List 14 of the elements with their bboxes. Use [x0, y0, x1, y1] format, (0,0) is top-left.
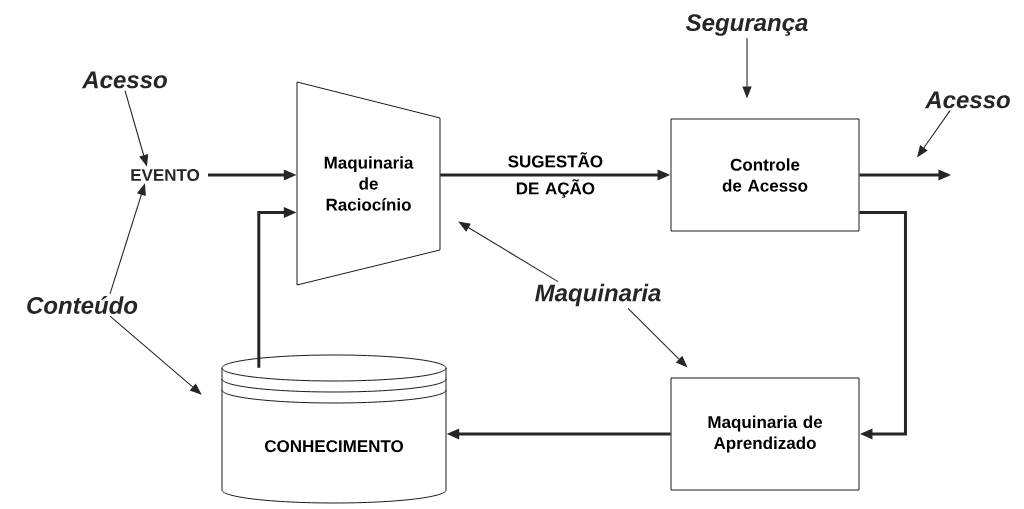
- arrow: [109, 315, 202, 395]
- callout-text: Maquinaria: [535, 283, 661, 307]
- callout-text: EVENTO: [131, 169, 200, 181]
- callout-text: Acesso: [81, 71, 167, 89]
- callout-text: Acesso: [924, 91, 1010, 109]
- edge-label: SUGESTÃO DE AÇÃO: [508, 152, 603, 198]
- database-cylinder: CONHECIMENTO: [221, 354, 447, 504]
- callout-text: Conteúdo: [27, 296, 138, 314]
- callout-text: Segurança: [685, 14, 808, 36]
- trapezoid-block: Maquinaria de Raciocínio: [296, 81, 441, 286]
- process-box: Maquinaria de Aprendizado: [670, 377, 860, 491]
- process-box: Controle de Acesso: [670, 118, 860, 232]
- node-label: CONHECIMENTO: [264, 440, 404, 453]
- arrow: [859, 210, 907, 440]
